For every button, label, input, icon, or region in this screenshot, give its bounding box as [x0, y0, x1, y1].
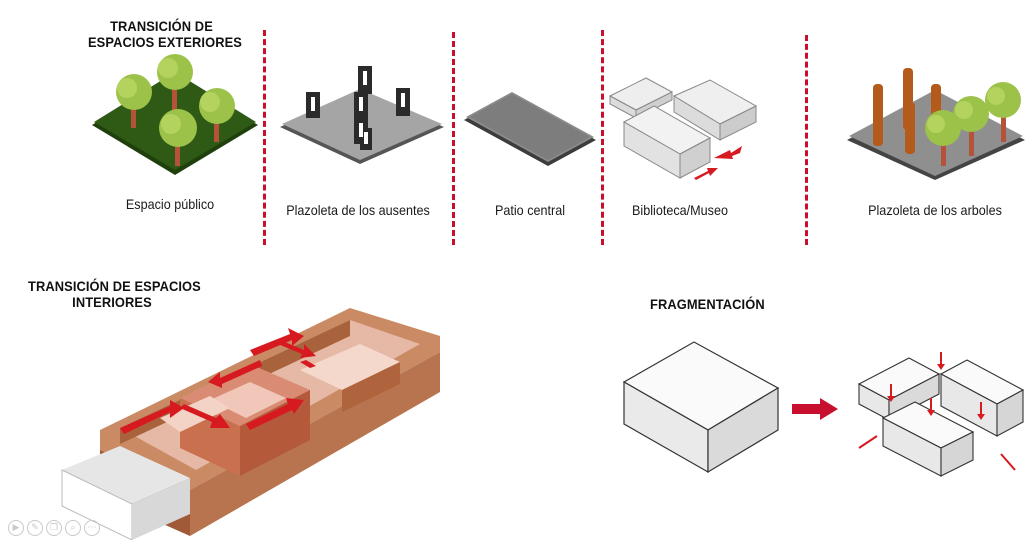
viewer-toolbar: ▶ ✎ ❐ ⌕ ⋯ [8, 520, 100, 536]
cut-arrow-icon [858, 352, 1016, 471]
exterior-heading-line1: TRANSICIÓN DE [110, 18, 213, 34]
tree-icon [116, 74, 152, 128]
caption-plazoleta-ausentes: Plazoleta de los ausentes [286, 202, 430, 218]
interior-building-illustration [61, 308, 440, 540]
interior-heading-line2: INTERIORES [72, 294, 152, 310]
biblioteca-museo-illustration [608, 77, 758, 180]
caption-biblioteca-museo: Biblioteca/Museo [632, 202, 728, 218]
espacio-publico-illustration [92, 54, 258, 175]
interior-heading-line1: TRANSICIÓN DE ESPACIOS [28, 278, 201, 294]
caption-plazoleta-arboles: Plazoleta de los arboles [868, 202, 1002, 218]
flow-arrow-icon [120, 328, 316, 434]
direction-arrow-icon [694, 146, 742, 180]
fragmentation-split-blocks [857, 352, 1025, 477]
caption-espacio-publico: Espacio público [125, 196, 215, 212]
fragmentation-heading: FRAGMENTACIÓN [650, 296, 765, 312]
edit-icon[interactable]: ✎ [27, 520, 43, 536]
divider-2 [452, 32, 455, 245]
tree-icon [157, 54, 193, 110]
copy-icon[interactable]: ❐ [46, 520, 62, 536]
divider-3 [601, 30, 604, 245]
zoom-icon[interactable]: ⌕ [65, 520, 81, 536]
patio-central-illustration [464, 92, 596, 166]
divider-1 [263, 30, 266, 245]
tree-icon [199, 88, 235, 142]
tree-icon [159, 109, 197, 166]
fragmentation-arrow-icon [792, 398, 838, 420]
plazoleta-arboles-illustration [847, 68, 1025, 180]
tree-icon [953, 96, 989, 156]
plazoleta-ausentes-illustration [280, 66, 444, 164]
play-icon[interactable]: ▶ [8, 520, 24, 536]
more-icon[interactable]: ⋯ [84, 520, 100, 536]
caption-patio-central: Patio central [494, 202, 566, 218]
fragmentation-solid-block [622, 341, 780, 474]
tree-icon [925, 110, 961, 166]
exterior-heading-line2: ESPACIOS EXTERIORES [88, 34, 242, 50]
interior-heading: TRANSICIÓN DE ESPACIOS INTERIORES [28, 278, 201, 310]
exterior-heading: TRANSICIÓN DE ESPACIOS EXTERIORES [88, 18, 242, 50]
divider-4 [805, 35, 808, 245]
tree-icon [985, 82, 1021, 142]
